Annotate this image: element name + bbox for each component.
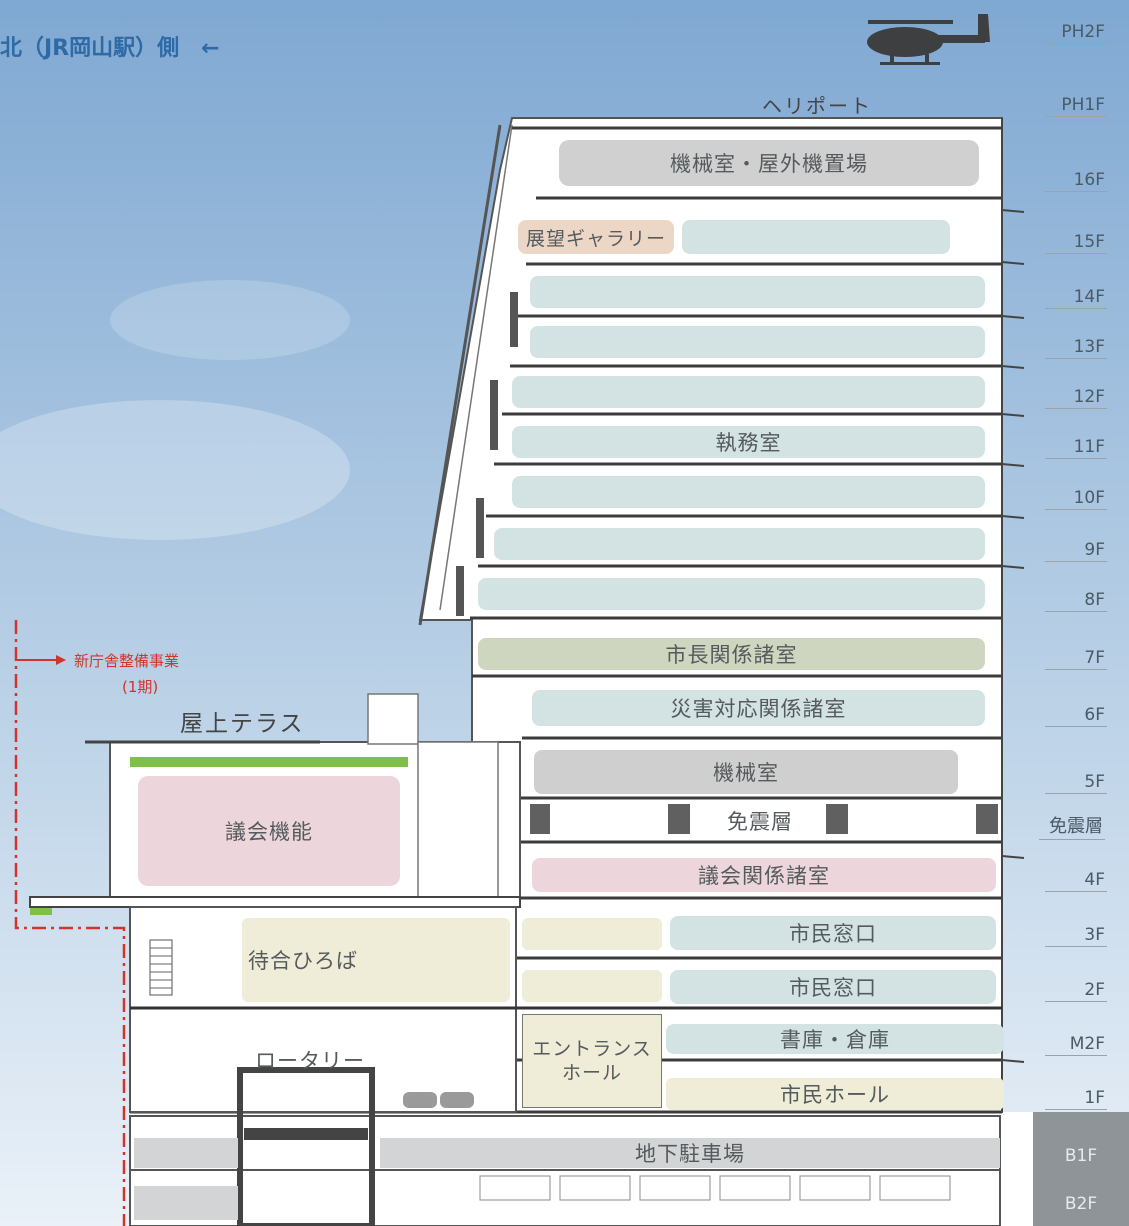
room-office-15f (682, 220, 950, 254)
room-parking-west (134, 1138, 238, 1168)
floor-label-ph2f: PH2F (1045, 22, 1107, 44)
room-citizen-window-3f: 市民窓口 (670, 916, 996, 950)
phase1-sublabel: (1期) (122, 678, 159, 696)
room-rotary: ロータリー (240, 1042, 380, 1078)
room-label: 待合ひろば (248, 949, 358, 973)
room-office-13f (530, 326, 985, 358)
room-waiting-plaza: 待合ひろば (242, 918, 510, 1002)
floor-label-2f: 2F (1045, 980, 1107, 1002)
green-roof (130, 757, 408, 767)
floor-label-9f: 9F (1045, 540, 1107, 562)
floor-label-b1f: B1F (1064, 1146, 1098, 1166)
floor-label-12f: 12F (1045, 387, 1107, 409)
room-label: 展望ギャラリー (525, 227, 666, 250)
floor-label-3f: 3F (1045, 925, 1107, 947)
floor-label-16f: 16F (1045, 170, 1107, 192)
room-waiting-2f (522, 970, 662, 1002)
floor-label-m2f: M2F (1045, 1034, 1107, 1056)
room-label: 執務室 (715, 431, 782, 455)
floor-label-10f: 10F (1045, 488, 1107, 510)
room-assembly-function: 議会機能 (138, 776, 400, 886)
direction-label: 北（JR岡山駅）側 ← (0, 36, 220, 61)
room-entrance-hall: エントランス ホール (522, 1014, 662, 1108)
room-label: 機械室・屋外機置場 (670, 152, 868, 176)
underground-block (1033, 1112, 1129, 1226)
phase1-label: 新庁舎整備事業 (74, 652, 180, 670)
car-icon (403, 1092, 474, 1108)
phase1-boundary (14, 620, 126, 1226)
room-label: 市民窓口 (789, 976, 877, 1000)
room-office-14f (530, 276, 985, 308)
room-office-9f (494, 528, 985, 560)
room-gallery: 展望ギャラリー (518, 220, 674, 254)
room-mayor: 市長関係諸室 (478, 638, 985, 670)
floor-label-isolation: 免震層 (1039, 812, 1105, 840)
floor-label-6f: 6F (1045, 705, 1107, 727)
room-label: 市民窓口 (789, 922, 877, 946)
floor-label-11f: 11F (1045, 437, 1107, 459)
floor-label-8f: 8F (1045, 590, 1107, 612)
room-office-11f: 執務室 (512, 426, 985, 458)
room-office-12f (512, 376, 985, 408)
room-citizen-hall: 市民ホール (666, 1078, 1004, 1110)
room-machine-yard: 機械室・屋外機置場 (559, 140, 979, 186)
room-label: 議会関係諸室 (698, 864, 830, 888)
room-isolation: 免震層 (700, 806, 820, 836)
floor-label-7f: 7F (1045, 648, 1107, 670)
floor-label-b2f: B2F (1064, 1194, 1098, 1214)
room-assembly: 議会関係諸室 (532, 858, 996, 892)
helicopter-icon (867, 14, 990, 65)
room-label: 地下駐車場 (635, 1142, 745, 1166)
roof-terrace-label: 屋上テラス (180, 711, 305, 737)
room-label: 市民ホール (780, 1083, 890, 1107)
floor-label-13f: 13F (1045, 337, 1107, 359)
room-archive: 書庫・倉庫 (666, 1024, 1004, 1054)
room-label: 議会機能 (225, 820, 313, 844)
room-parking-b2-west (134, 1186, 238, 1220)
room-disaster: 災害対応関係諸室 (532, 690, 985, 726)
room-parking: 地下駐車場 (380, 1138, 1000, 1168)
floor-label-ph1f: PH1F (1045, 95, 1107, 117)
room-label: 災害対応関係諸室 (670, 697, 847, 721)
room-label: 免震層 (727, 810, 793, 834)
room-label: 市長関係諸室 (665, 643, 798, 667)
floor-label-14f: 14F (1045, 287, 1107, 309)
heliport-label: ヘリポート (762, 94, 872, 118)
floor-label-5f: 5F (1045, 772, 1107, 794)
room-office-8f (478, 578, 985, 610)
room-machine: 機械室 (534, 750, 958, 794)
room-waiting-3f (522, 918, 662, 950)
room-citizen-window-2f: 市民窓口 (670, 970, 996, 1004)
room-label: エントランス ホール (532, 1038, 652, 1084)
room-label: 書庫・倉庫 (780, 1028, 890, 1052)
room-office-10f (512, 476, 985, 508)
floor-label-4f: 4F (1045, 870, 1107, 892)
floor-label-15f: 15F (1045, 232, 1107, 254)
room-label: 機械室 (713, 761, 779, 785)
room-label: ロータリー (255, 1049, 365, 1073)
floor-label-1f: 1F (1045, 1088, 1107, 1110)
